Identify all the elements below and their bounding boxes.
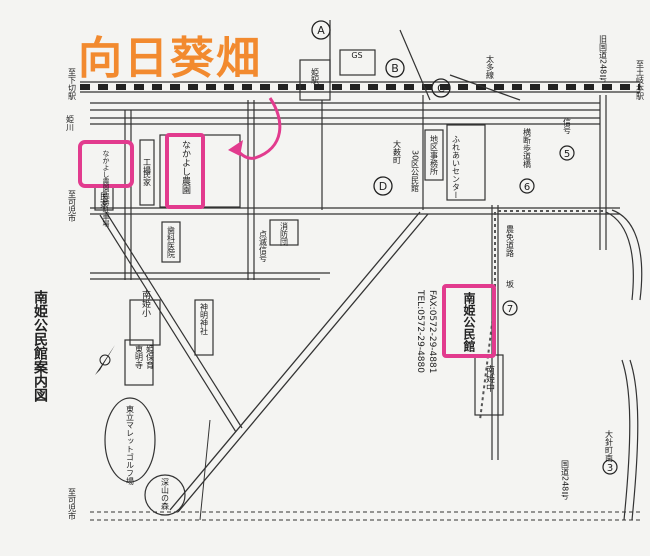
route-labels: 姫駅 太多線 至下切駅 姫川 至可児市 至可児市 至土岐本駅 旧国道248号 国… (66, 35, 645, 521)
marker-6-num: 6 (524, 182, 530, 193)
marker-3 (602, 459, 618, 475)
marker-d-label: D (379, 180, 387, 193)
tajimi-line-label: 太多線 (486, 54, 495, 79)
blinking-signal-label: 点滅信号 (259, 230, 268, 263)
headline-sunflower-field: 向日葵畑 (78, 33, 262, 84)
station-label: 姫駅 (311, 67, 320, 85)
marker-b-label: B (391, 62, 399, 75)
parking-label: なかよし農園臨時駐車場 (102, 150, 110, 228)
route-248-label: 国道248号 (561, 460, 570, 500)
marker-b (385, 58, 405, 78)
route-248-inner (605, 211, 634, 521)
marker-a (311, 20, 331, 40)
marker-6-label: 横断歩道橋 (523, 127, 532, 169)
to-kani-top-label: 至可児市 (68, 190, 77, 223)
fire-brigade-label: 消防団 (280, 221, 289, 247)
marker-d (373, 176, 393, 196)
marker-c (431, 78, 451, 98)
marker-3-label: 大針町南 (605, 429, 614, 462)
arrow-icon (228, 97, 282, 160)
nursery-label: 姫保育 (146, 344, 155, 370)
gs-label: GS (351, 51, 362, 60)
diagonal-roads (99, 20, 521, 521)
marker-a-label: A (317, 24, 325, 37)
farm-label: なかよし農園 (180, 140, 191, 195)
marker-5 (559, 145, 575, 161)
marker-3-num: 3 (607, 463, 613, 474)
nanki-elementary-label: 南姫小 (140, 289, 151, 318)
compass-icon (95, 345, 115, 375)
map-title: 南姫公民館案内図 (32, 289, 49, 403)
buildings (94, 49, 504, 416)
place-labels: 工場 民家 民家 歯科医院 消防団 南姫小 神明神社 東明寺 姫保育 ふれあいセ… (100, 134, 495, 393)
walking-route (479, 212, 496, 421)
golf-label: 東立マレットゴルフ場 (126, 404, 135, 486)
marker-5-num: 5 (564, 149, 570, 160)
forest-label: 深山の森 (161, 478, 170, 511)
to-shimokiri-label: 至下切駅 (68, 68, 77, 101)
route-248 (611, 209, 643, 521)
temple-label: 東明寺 (135, 344, 144, 369)
hall-label: 南姫公民館 (462, 291, 476, 353)
marker-7-num: 7 (507, 304, 513, 315)
markers: A B C D 3 5 6 7 (311, 20, 618, 475)
community-center-label: ふれあいセンター (452, 135, 461, 199)
district-office-label: 地区事務所 (430, 134, 439, 176)
nanki-middle-label: 南姫中 (484, 364, 495, 393)
forest (144, 474, 186, 516)
omiya-label: 大薮町 (393, 139, 402, 164)
marker-7 (502, 300, 518, 316)
district-30-label: 30区公民館 (411, 150, 420, 193)
to-tokimoto-label: 至土岐本駅 (636, 60, 645, 101)
river-label: 姫川 (66, 114, 75, 131)
railway-line (80, 81, 640, 93)
marker-7-label: 坂 (506, 279, 515, 289)
fax-number: FAX:0572-29-4881 (427, 290, 437, 373)
golf-course (104, 397, 156, 483)
parking-highlight (78, 140, 134, 188)
minka-label-2: 民家 (143, 170, 152, 186)
shrine-label: 神明神社 (200, 302, 209, 336)
old-route-248-label: 旧国道248号 (599, 35, 608, 83)
farm-road-label: 農免道路 (506, 224, 515, 257)
tel-number: TEL:0572-29-4880 (415, 289, 425, 373)
marker-6 (519, 178, 535, 194)
farm-highlight (165, 133, 205, 209)
minka-label: 民家 (100, 192, 109, 208)
marker-5-label: 信号 (563, 117, 572, 135)
kojo-label: 工場 (143, 158, 152, 175)
dental-label: 歯科医院 (167, 225, 176, 259)
to-kani-bottom-label: 至可児市 (68, 488, 77, 521)
hall-highlight (442, 284, 496, 358)
marker-c-label: C (437, 82, 445, 95)
marker-labels: 大針町南 信号 横断歩道橋 坂 農免道路 点滅信号 大薮町 GS (259, 51, 614, 462)
